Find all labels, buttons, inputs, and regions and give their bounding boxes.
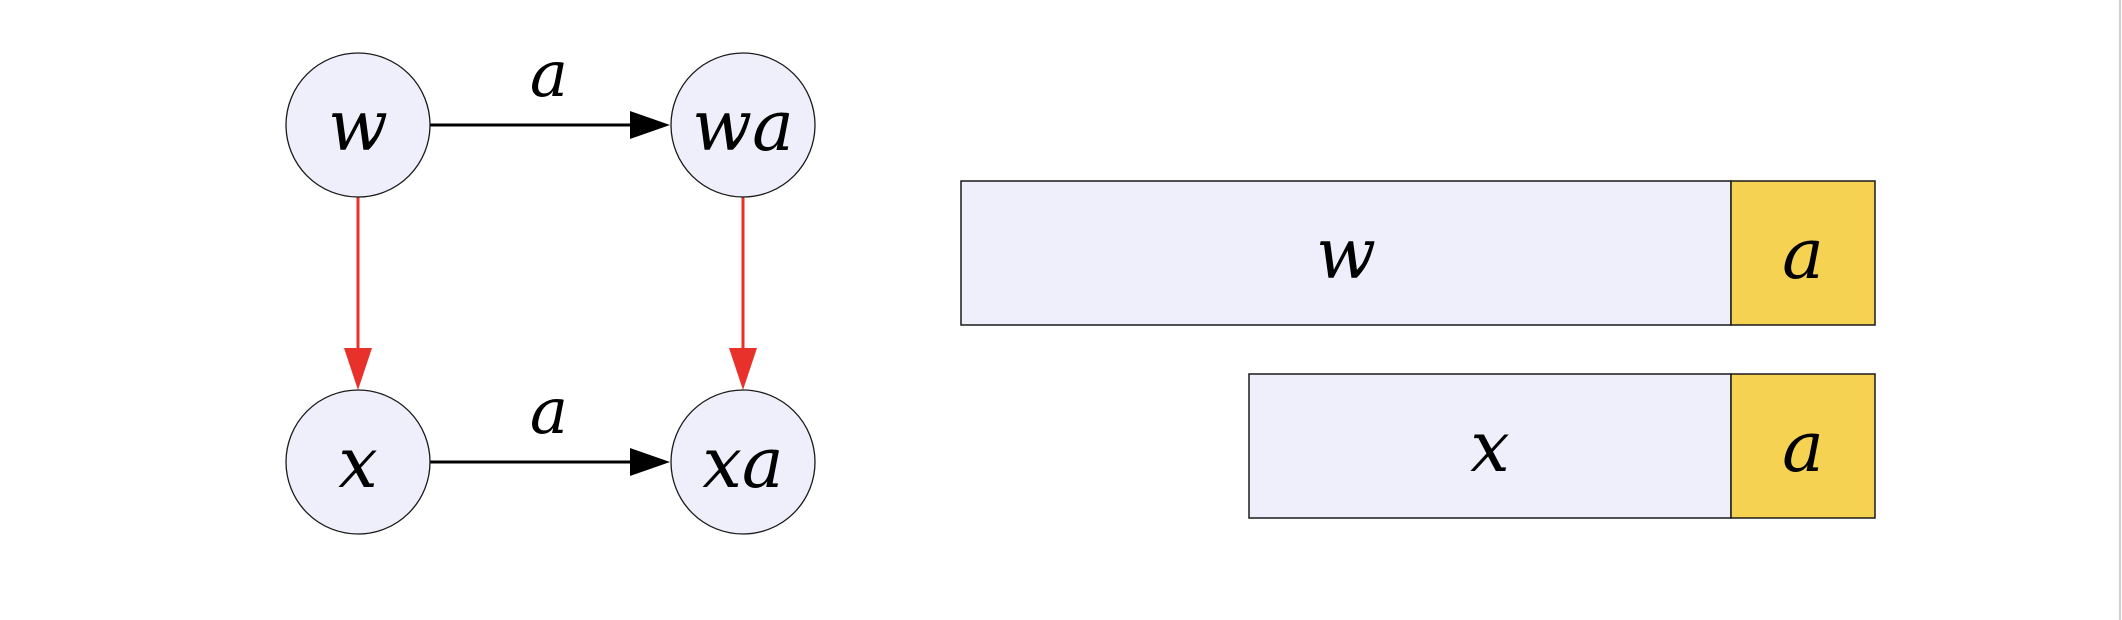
string-bottom-suffix-block	[1730, 373, 1876, 519]
edge-x-to-xa: a	[430, 375, 670, 476]
edge-label-top: a	[530, 38, 568, 112]
edge-w-to-x	[344, 197, 372, 390]
node-xa-label: xa	[702, 422, 783, 504]
node-x-label: x	[338, 422, 377, 504]
edge-label-bottom: a	[530, 375, 568, 449]
arrowhead-w-to-x	[344, 348, 372, 390]
arrowhead-wa-to-xa	[729, 348, 757, 390]
arrowhead-x-to-xa	[630, 448, 670, 476]
string-bottom-prefix-label: x	[1470, 406, 1509, 488]
string-bottom-suffix-label: a	[1782, 406, 1824, 488]
string-top-prefix-block	[960, 180, 1732, 326]
string-top-suffix-block	[1730, 180, 1876, 326]
node-wa: wa	[670, 52, 816, 198]
edge-wa-to-xa	[729, 197, 757, 390]
node-xa: xa	[670, 389, 816, 535]
string-bottom-prefix-block	[1248, 373, 1732, 519]
string-strip-bottom: x a	[1248, 373, 1876, 519]
node-w: w	[285, 52, 431, 198]
node-w-label: w	[328, 85, 388, 167]
arrowhead-w-to-wa	[630, 111, 670, 139]
node-wa-label: wa	[692, 85, 794, 167]
string-top-suffix-label: a	[1782, 213, 1824, 295]
string-strip-top: w a	[960, 180, 1876, 326]
string-top-prefix-label: w	[1316, 213, 1376, 295]
edge-w-to-wa: a	[430, 38, 670, 139]
node-x: x	[285, 389, 431, 535]
